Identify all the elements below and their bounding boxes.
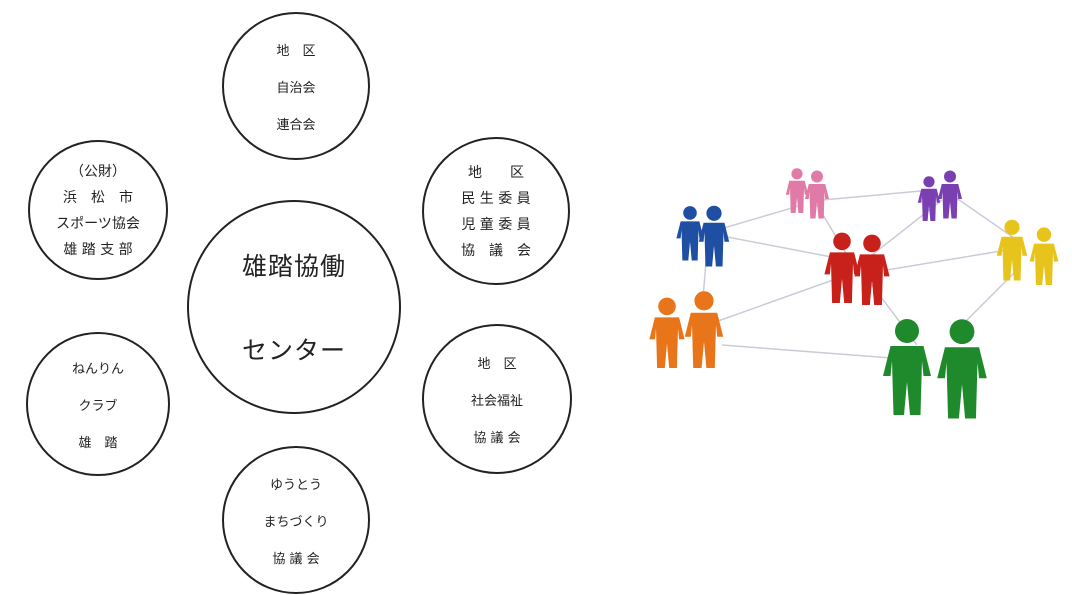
center-line-2: センター xyxy=(241,336,346,365)
group-pink xyxy=(785,168,829,219)
group-red xyxy=(824,232,890,305)
person-orange-1 xyxy=(649,297,685,368)
person-red-1 xyxy=(824,232,860,303)
circle-lower-right-line-1: 地 区 xyxy=(477,356,517,372)
circle-lower-left-line-3: 雄 踏 xyxy=(78,435,118,451)
circle-top: 地 区 自治会 連合会 xyxy=(222,12,370,160)
person-orange-2 xyxy=(684,291,724,368)
circle-bottom-line-3: 協 議 会 xyxy=(272,551,320,567)
circle-lower-right: 地 区 社会福祉 協 議 会 xyxy=(422,324,572,474)
circle-lower-right-line-3: 協 議 会 xyxy=(473,430,521,446)
person-purple-1 xyxy=(917,176,941,221)
person-purple-2 xyxy=(938,170,962,219)
group-orange xyxy=(649,291,724,368)
circle-upper-left-line-4: 雄 踏 支 部 xyxy=(63,242,133,258)
circle-upper-right: 地 区 民 生 委 員 児 童 委 員 協 議 会 xyxy=(422,137,570,285)
circle-top-line-3: 連合会 xyxy=(276,117,316,133)
circle-bottom-line-1: ゆうとう xyxy=(269,477,322,493)
circle-upper-right-line-3: 児 童 委 員 xyxy=(461,217,531,233)
group-blue xyxy=(676,205,730,267)
circle-upper-left-line-2: 浜 松 市 xyxy=(63,190,133,206)
center-circle: 雄踏協働 センター xyxy=(187,200,401,414)
people-network-illustration xyxy=(649,168,1059,419)
group-yellow xyxy=(996,219,1059,285)
circle-lower-left: ねんりん クラブ 雄 踏 xyxy=(26,332,170,476)
circle-upper-right-line-1: 地 区 xyxy=(468,165,524,181)
person-green-1 xyxy=(883,319,931,415)
circle-upper-left-line-3: スポーツ協会 xyxy=(56,216,140,232)
circle-upper-left-line-1: （公財） xyxy=(70,164,126,180)
person-blue-1 xyxy=(676,206,704,261)
circle-bottom-line-2: まちづくり xyxy=(263,514,329,530)
circle-lower-right-line-2: 社会福祉 xyxy=(470,393,523,409)
circle-bottom: ゆうとう まちづくり 協 議 会 xyxy=(222,446,370,594)
group-green xyxy=(883,319,987,419)
person-green-2 xyxy=(937,319,987,419)
circle-top-line-1: 地 区 xyxy=(276,43,316,59)
circle-lower-left-line-2: クラブ xyxy=(78,398,118,414)
circle-top-line-2: 自治会 xyxy=(276,80,316,96)
person-yellow-2 xyxy=(1029,227,1059,285)
circle-upper-right-line-2: 民 生 委 員 xyxy=(461,191,531,207)
circle-lower-left-line-1: ねんりん xyxy=(71,361,124,377)
person-pink-2 xyxy=(805,170,829,219)
circle-upper-left: （公財） 浜 松 市 スポーツ協会 雄 踏 支 部 xyxy=(28,140,168,280)
group-purple xyxy=(917,170,962,221)
person-blue-2 xyxy=(698,205,730,267)
center-line-1: 雄踏協働 xyxy=(241,252,346,281)
circle-upper-right-line-4: 協 議 会 xyxy=(461,243,531,259)
